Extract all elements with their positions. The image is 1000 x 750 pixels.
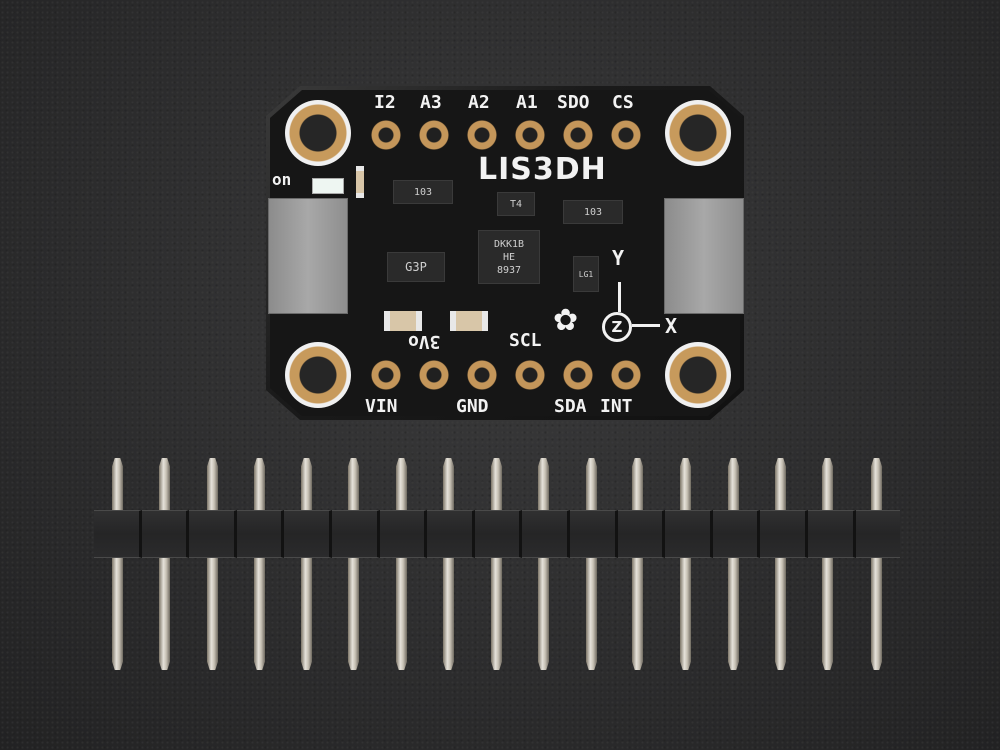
pad-cs: [611, 120, 641, 150]
header-pin: [586, 458, 597, 670]
header-segment: [189, 510, 237, 558]
header-pin: [728, 458, 739, 670]
stemma-qt-connector-left: [268, 198, 348, 314]
pin-label-int: INT: [600, 396, 633, 417]
header-segment: [617, 510, 666, 558]
header-segment: [665, 510, 713, 558]
header-pin: [159, 458, 170, 670]
resistor-pack-right: 103: [563, 200, 623, 224]
pad-vin: [371, 360, 401, 390]
pad-a2: [467, 120, 497, 150]
mounting-hole-top-right: [665, 100, 731, 166]
header-pin: [254, 458, 265, 670]
header-segment: [712, 510, 761, 558]
pin-label-sda: SDA: [554, 396, 587, 417]
header-segment: [427, 510, 475, 558]
pin-label-vin: VIN: [365, 396, 398, 417]
pad-int: [611, 360, 641, 390]
header-pin: [207, 458, 218, 670]
pad-a1: [515, 120, 545, 150]
header-segment: [522, 510, 570, 558]
header-pin: [775, 458, 786, 670]
header-pin: [396, 458, 407, 670]
capacitor-right: [450, 311, 488, 331]
header-segment: [760, 510, 808, 558]
header-segment: [284, 510, 332, 558]
pad-sdo: [563, 120, 593, 150]
axis-label-y: Y: [612, 246, 625, 270]
voltage-regulator: G3P: [387, 252, 445, 282]
header-pin: [348, 458, 359, 670]
resistor-pack-left: 103: [393, 180, 453, 204]
stemma-qt-connector-right: [664, 198, 744, 314]
header-segment: [331, 510, 380, 558]
header-segment: [569, 510, 618, 558]
header-pin: [112, 458, 123, 670]
header-segment: [236, 510, 285, 558]
header-pin: [491, 458, 502, 670]
header-strip-housing: [94, 510, 901, 558]
pin-label-a1: A1: [516, 92, 538, 113]
resistor: [356, 166, 364, 198]
transistor: T4: [497, 192, 535, 216]
header-pin: [443, 458, 454, 670]
header-pin: [822, 458, 833, 670]
pad-gnd: [467, 360, 497, 390]
capacitor-left: [384, 311, 422, 331]
ic-marking-line-3: 8937: [496, 264, 522, 276]
header-segment: [94, 510, 142, 558]
header-pin: [301, 458, 312, 670]
pin-label-3vo: 3Vo: [408, 331, 441, 352]
pin-label-a3: A3: [420, 92, 442, 113]
axis-label-x: X: [665, 314, 678, 338]
pad-a3: [419, 120, 449, 150]
lis3dh-accelerometer-ic: DKK1B HE 8937: [478, 230, 540, 284]
mounting-hole-bottom-left: [285, 342, 351, 408]
header-pin: [538, 458, 549, 670]
pad-i2: [371, 120, 401, 150]
pad-3vo: [419, 360, 449, 390]
level-shifter: LG1: [573, 256, 599, 292]
mounting-hole-bottom-right: [665, 342, 731, 408]
axis-x-arrow-icon: [632, 324, 660, 327]
pad-sda: [563, 360, 593, 390]
pin-label-cs: CS: [612, 92, 634, 113]
board-title: LIS3DH: [478, 152, 607, 187]
axis-z-icon: Z: [602, 312, 632, 342]
ic-marking-line-2: HE: [502, 251, 516, 263]
pin-label-scl: SCL: [509, 330, 542, 351]
header-segment: [379, 510, 428, 558]
header-pin: [871, 458, 882, 670]
pin-label-gnd: GND: [456, 396, 489, 417]
header-segment: [855, 510, 901, 558]
adafruit-flower-logo-icon: ✿: [553, 303, 579, 338]
ic-marking-line-1: DKK1B: [493, 238, 525, 250]
mounting-hole-top-left: [285, 100, 351, 166]
power-led: [312, 178, 344, 194]
header-segment: [474, 510, 523, 558]
header-pin: [632, 458, 643, 670]
pin-label-a2: A2: [468, 92, 490, 113]
header-pin: [680, 458, 691, 670]
pin-label-sdo: SDO: [557, 92, 590, 113]
pin-label-i2: I2: [374, 92, 396, 113]
header-segment: [141, 510, 190, 558]
axis-label-z: Z: [611, 318, 623, 336]
pad-scl: [515, 360, 545, 390]
header-segment: [807, 510, 856, 558]
power-led-label: on: [272, 170, 292, 189]
axis-y-arrow-icon: [618, 282, 621, 312]
